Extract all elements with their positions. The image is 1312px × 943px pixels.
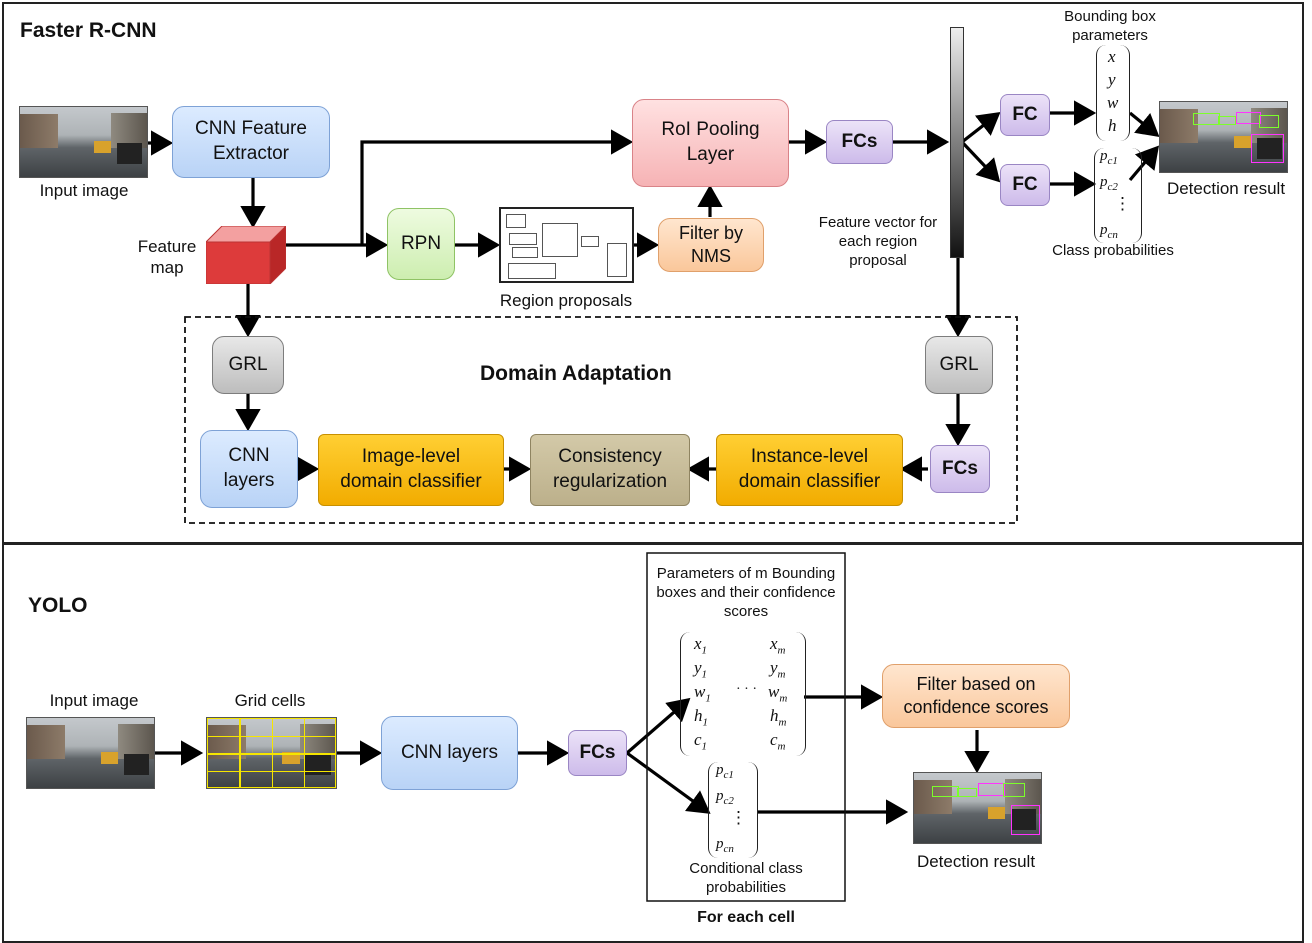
yolo-detection-result-label: Detection result xyxy=(916,852,1036,871)
region-proposals-image xyxy=(499,207,634,283)
cond-prob-2: pc2 xyxy=(716,788,734,807)
faster-rcnn-title: Faster R-CNN xyxy=(20,19,157,42)
filter-confidence-box: Filter based on confidence scores xyxy=(882,664,1070,728)
cond-class-vector: pc1 pc2 ⋮ pcn xyxy=(708,762,758,858)
yolo-input-image xyxy=(26,717,155,789)
yolo-params-label: Parameters of m Bounding boxes and their… xyxy=(656,565,836,620)
cnn-layers-box: CNN layers xyxy=(200,430,298,508)
filter-by-nms-box: Filter by NMS xyxy=(658,218,764,272)
matrix-x1: x1 xyxy=(694,634,708,657)
cond-prob-n: pcn xyxy=(716,836,734,855)
matrix-ym: ym xyxy=(770,658,786,681)
class-prob-1: pc1 xyxy=(1100,148,1118,167)
fc-box-bottom: FC xyxy=(1000,164,1050,206)
grl-box-left: GRL xyxy=(212,336,284,394)
fc-box-top: FC xyxy=(1000,94,1050,136)
class-prob-vector: pc1 pc2 ⋮ pcn xyxy=(1094,148,1142,243)
yolo-detection-result-image xyxy=(913,772,1042,844)
cond-prob-1: pc1 xyxy=(716,762,734,781)
instance-level-classifier-box: Instance-level domain classifier xyxy=(716,434,903,506)
yolo-title: YOLO xyxy=(28,594,88,617)
consistency-regularization-box: Consistency regularization xyxy=(530,434,690,506)
matrix-xm: xm xyxy=(770,634,786,657)
matrix-hm: hm xyxy=(770,706,787,729)
grid-cells-label: Grid cells xyxy=(234,691,306,710)
rpn-box: RPN xyxy=(387,208,455,280)
fcs-box-top: FCs xyxy=(826,120,893,164)
detection-result-image xyxy=(1159,101,1288,173)
region-proposals-label: Region proposals xyxy=(499,291,633,310)
for-each-cell-label: For each cell xyxy=(697,909,795,926)
input-image-label: Input image xyxy=(39,181,129,200)
yolo-cnn-layers-box: CNN layers xyxy=(381,716,518,790)
feature-map-cube xyxy=(204,224,288,286)
detection-result-label: Detection result xyxy=(1166,179,1286,198)
feature-vector-bar xyxy=(950,27,964,258)
class-prob-n: pcn xyxy=(1100,222,1118,241)
bbox-h: h xyxy=(1108,116,1117,135)
bbox-y: y xyxy=(1108,70,1116,89)
image-level-classifier-box: Image-level domain classifier xyxy=(318,434,504,506)
matrix-y1: y1 xyxy=(694,658,708,681)
roi-pooling-box: RoI Pooling Layer xyxy=(632,99,789,187)
class-prob-label: Class probabilities xyxy=(1052,242,1174,259)
input-image xyxy=(19,106,148,178)
bbox-vector: x y w h xyxy=(1096,45,1130,141)
bbox-params-matrix: x1 y1 w1 h1 c1 · · · xm ym wm hm cm xyxy=(680,632,806,756)
grl-box-right: GRL xyxy=(925,336,993,394)
domain-adaptation-title: Domain Adaptation xyxy=(480,362,672,385)
grid-cells-image xyxy=(206,717,337,789)
bbox-w: w xyxy=(1107,93,1119,112)
matrix-cm: cm xyxy=(770,730,786,753)
fcs-box-da: FCs xyxy=(930,445,990,493)
class-prob-dots: ⋮ xyxy=(1114,194,1131,213)
bbox-x: x xyxy=(1108,47,1116,66)
matrix-wm: wm xyxy=(768,682,788,705)
class-prob-2: pc2 xyxy=(1100,174,1118,193)
cond-prob-dots: ⋮ xyxy=(730,808,747,827)
bbox-params-label: Bounding box parameters xyxy=(1064,8,1156,44)
feature-vector-label: Feature vector for each region proposal xyxy=(818,214,938,269)
matrix-dots: · · · xyxy=(736,682,757,697)
matrix-w1: w1 xyxy=(694,682,711,705)
yolo-fcs-box: FCs xyxy=(568,730,627,776)
matrix-h1: h1 xyxy=(694,706,708,729)
cond-class-label: Conditional class probabilities xyxy=(689,860,803,896)
cnn-feature-extractor-box: CNN Feature Extractor xyxy=(172,106,330,178)
matrix-c1: c1 xyxy=(694,730,708,753)
yolo-input-image-label: Input image xyxy=(49,691,139,710)
feature-map-label: Feature map xyxy=(137,237,197,278)
